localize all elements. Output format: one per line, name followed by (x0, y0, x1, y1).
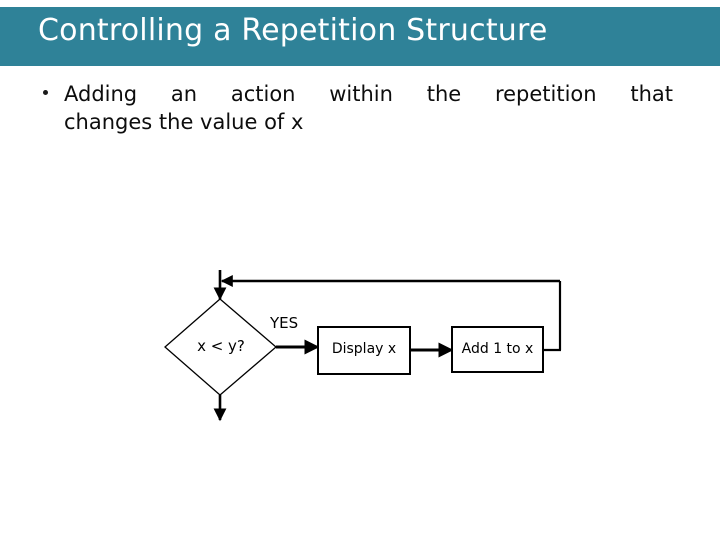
title-band (0, 7, 720, 66)
process-label-display-x: Display x (331, 341, 397, 357)
bullet-list: Adding an action within the repetition t… (38, 80, 682, 136)
bullet-dot-icon (43, 90, 48, 95)
bullet-text-line-1: Adding an action within the repetition t… (64, 82, 673, 106)
edge-label-yes: YES (270, 314, 299, 332)
page-title: Controlling a Repetition Structure (38, 13, 548, 48)
list-item: Adding an action within the repetition t… (38, 80, 682, 136)
bullet-text-line-2: changes the value of x (64, 110, 304, 134)
decision-node-label: x < y? (197, 337, 245, 355)
process-label-add-1-to-x: Add 1 to x (461, 341, 534, 357)
